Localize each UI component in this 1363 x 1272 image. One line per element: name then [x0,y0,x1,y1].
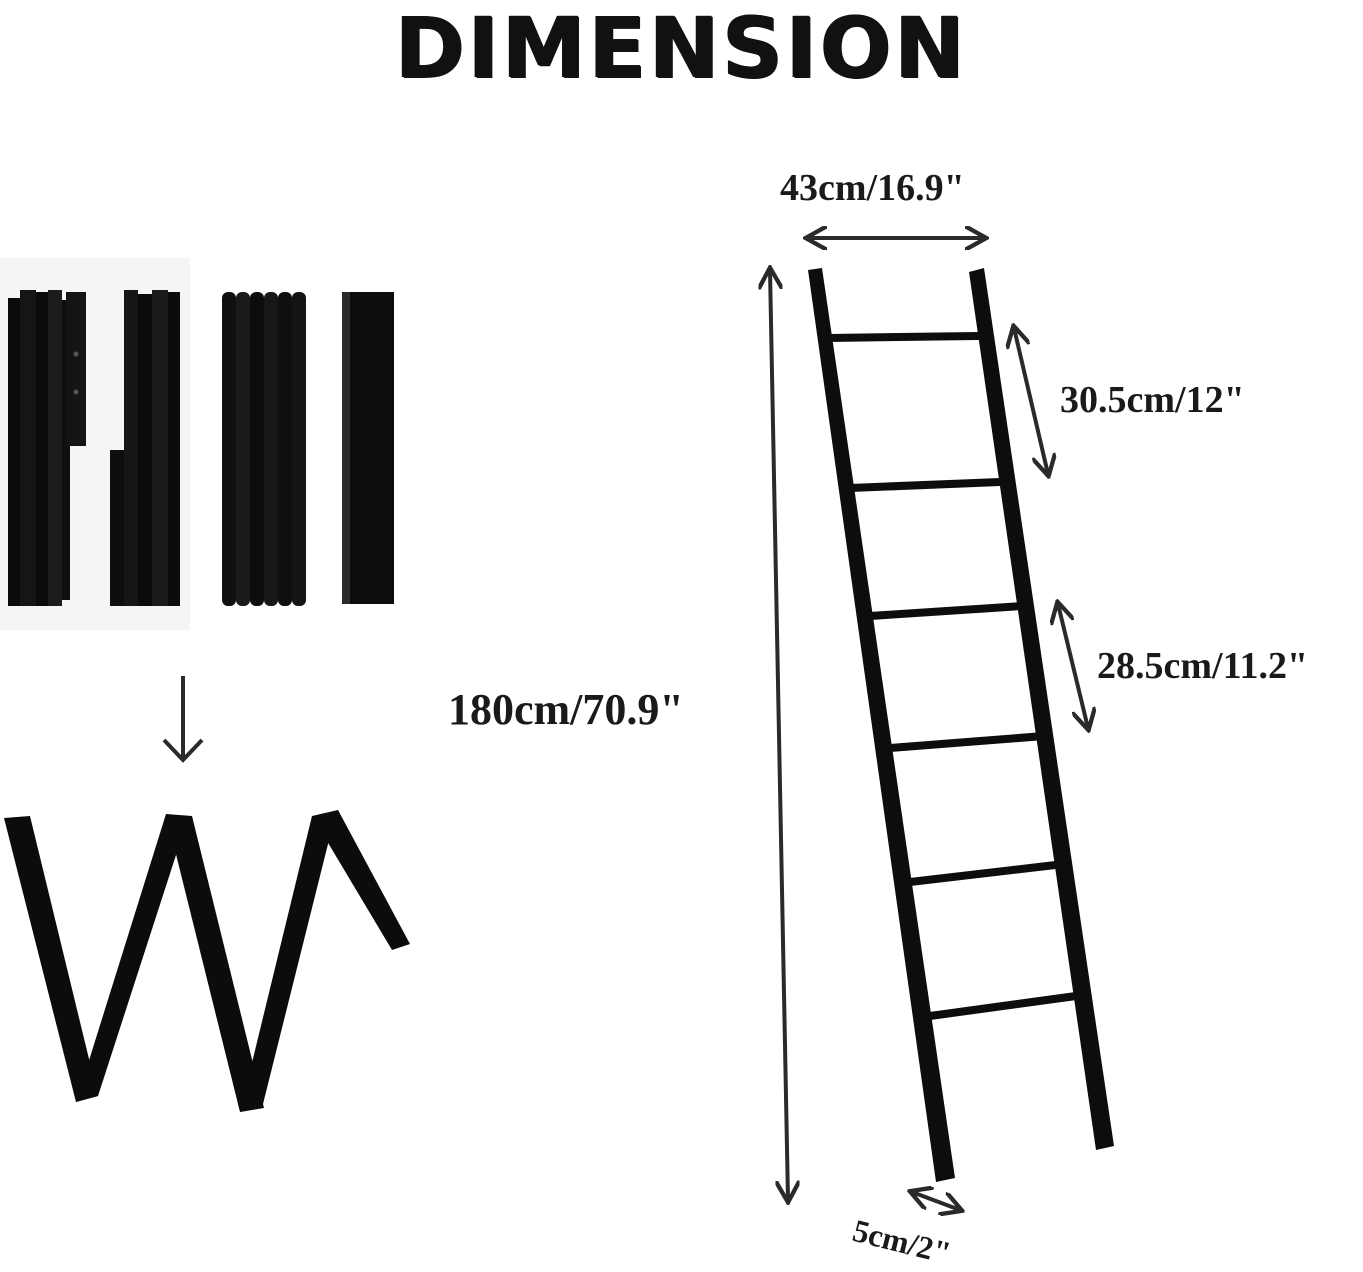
ladder-illustration [808,268,1114,1182]
unfolded-rails [4,810,410,1112]
rung-spacing-label: 28.5cm/11.2" [1097,645,1309,687]
rung-bundle [222,292,306,606]
folded-stack-2 [110,290,180,606]
ladder-left-rail [808,268,955,1182]
height-label: 180cm/70.9" [448,685,684,734]
depth-arrow [912,1192,960,1210]
folded-ladder-parts [8,290,394,606]
width-label: 43cm/16.9" [780,167,965,209]
top-rung-spacing-label: 30.5cm/12" [1060,379,1245,421]
rung-spacing-arrow [1058,604,1088,728]
ladder-right-rail [969,268,1114,1150]
folded-stack-1 [8,290,86,606]
double-arrow-icon [770,238,1088,1210]
single-rail [342,292,394,604]
ladder-rungs [824,332,1080,1020]
page-title: DIMENSION [395,0,968,97]
height-arrow [770,270,788,1200]
down-arrow-icon [162,676,204,763]
top-spacing-arrow [1014,328,1048,474]
